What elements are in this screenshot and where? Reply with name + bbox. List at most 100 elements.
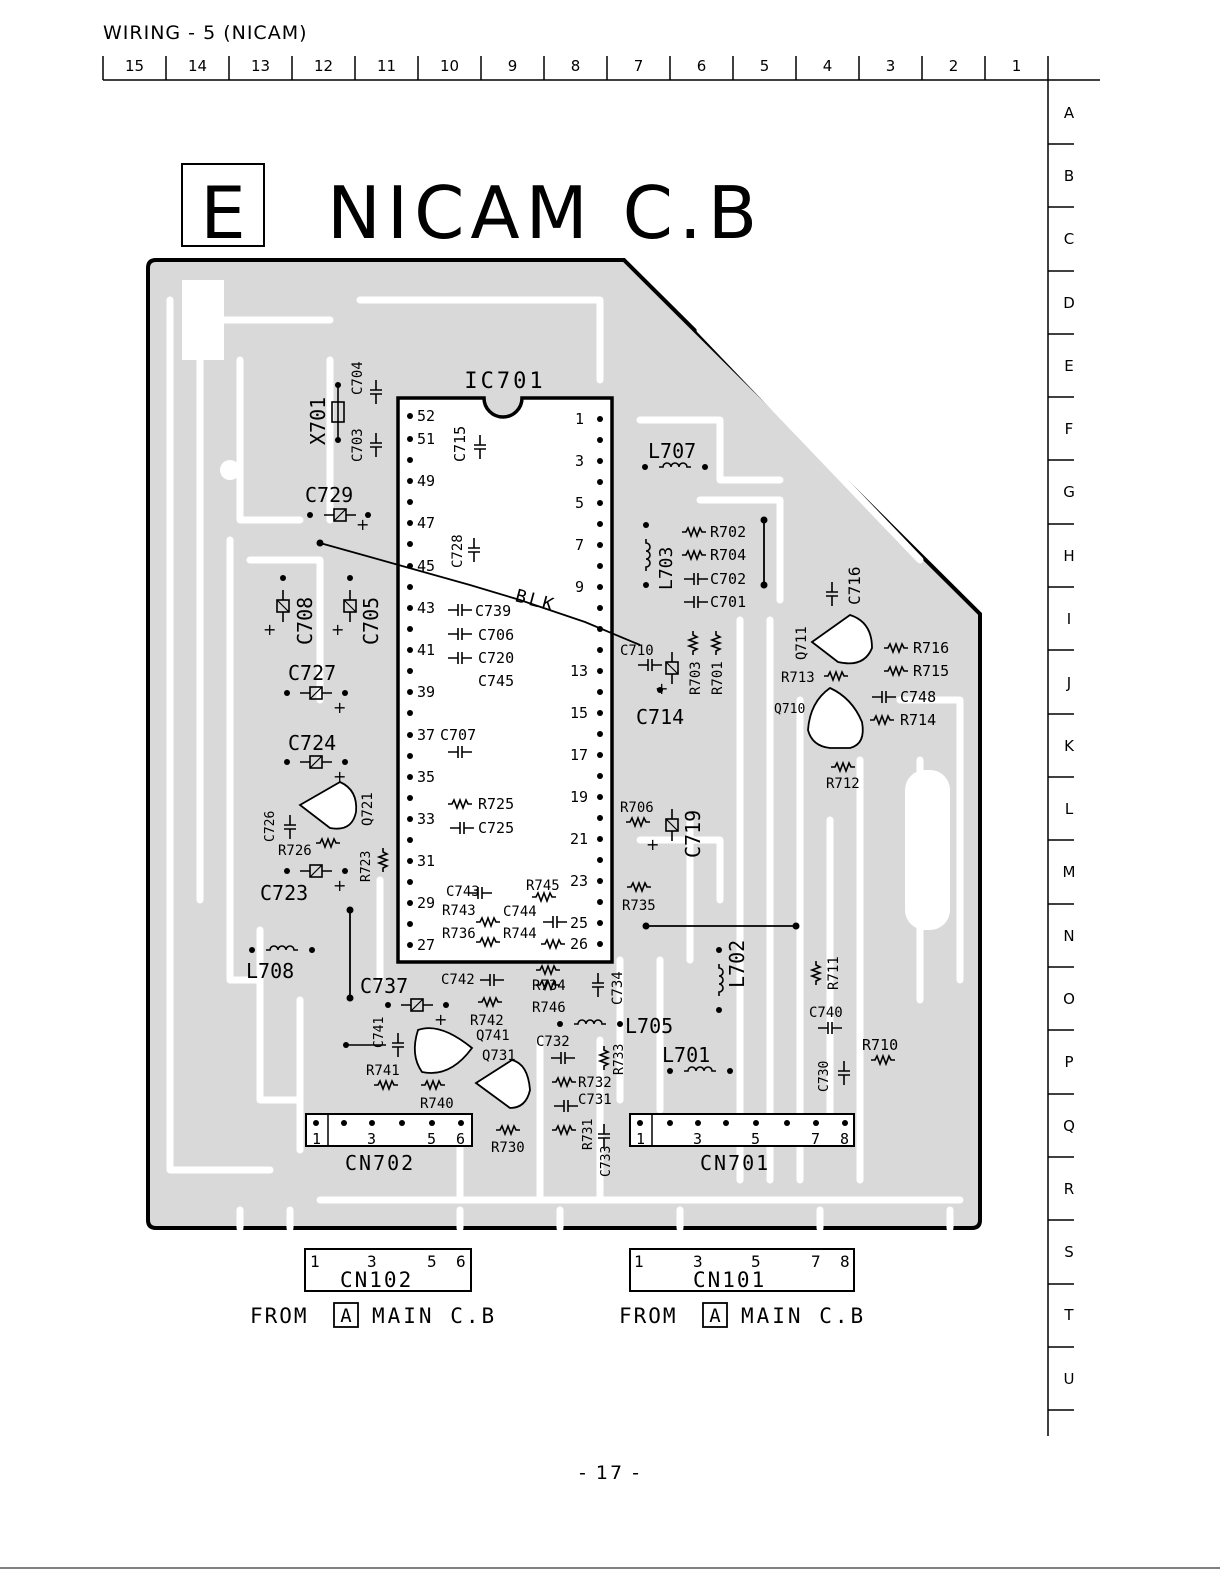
r714-label: R714 (900, 711, 936, 729)
r712-resistor: R712 (826, 762, 860, 792)
c710-capacitor: C710 (620, 643, 663, 672)
c701-label: C701 (710, 593, 746, 611)
ic-pin-label: 9 (575, 578, 584, 596)
r735-resistor: R735 (622, 882, 656, 914)
r703-label: R703 (688, 661, 704, 695)
c733-label: C733 (599, 1146, 614, 1177)
row-letter: D (1063, 294, 1075, 312)
cn102-pin: 6 (456, 1252, 466, 1271)
c740-label: C740 (809, 1005, 843, 1021)
row-letter: R (1063, 1180, 1075, 1198)
c702-capacitor: C702 (683, 570, 746, 588)
cn102-pin: 5 (427, 1252, 437, 1271)
cn101-label: CN101 (693, 1268, 766, 1292)
c715-capacitor: C715 (451, 426, 487, 462)
q741-label: Q741 (476, 1028, 510, 1044)
column-number: 9 (507, 57, 518, 75)
pcb-pad (182, 280, 224, 360)
ic-pin-label: 19 (570, 788, 588, 806)
r725-label: R725 (478, 795, 514, 813)
cn102-from-box (333, 1302, 359, 1328)
r732-label: R732 (578, 1075, 612, 1091)
l703-label: L703 (656, 547, 677, 590)
row-letter: L (1064, 800, 1074, 818)
r745-label: R745 (526, 878, 560, 894)
r716-label: R716 (913, 639, 949, 657)
r723-label: R723 (359, 851, 374, 882)
c745-label: C745 (478, 672, 514, 690)
cn701-pin: 5 (751, 1130, 760, 1148)
cn101-from-prefix: FROM (619, 1304, 678, 1328)
polarity-mark: + (434, 1010, 447, 1029)
polarity-mark: + (655, 679, 668, 698)
c705-label: C705 (359, 597, 383, 645)
c741-label: C741 (372, 1017, 387, 1048)
q741-transistor: Q741 (413, 1027, 510, 1074)
c714-label: C714 (636, 705, 684, 729)
c730-label: C730 (817, 1061, 832, 1092)
ic-pin-label: 37 (417, 726, 435, 744)
r735-label: R735 (622, 898, 656, 914)
cn101-pin: 1 (634, 1252, 644, 1271)
r731-label: R731 (581, 1119, 596, 1150)
l702-label: L702 (725, 940, 749, 988)
column-number: 2 (948, 57, 959, 75)
r715-resistor: R715 (883, 662, 949, 680)
q721-label: Q721 (360, 792, 376, 826)
l705-coil: L705 (557, 1014, 673, 1038)
row-letter: I (1066, 610, 1072, 628)
c741-capacitor: C741 (343, 1017, 405, 1058)
row-letter: G (1063, 483, 1075, 501)
r744-resistor: R744 (503, 926, 566, 949)
c706-capacitor: C706 (447, 626, 514, 644)
l703-coil: L703 (643, 522, 677, 590)
grid-lines (102, 56, 1100, 1436)
l702-coil: L702 (716, 940, 749, 1013)
r731-resistor: R731 (551, 1119, 596, 1150)
r742-label: R742 (470, 1013, 504, 1029)
column-number: 8 (570, 57, 581, 75)
r723-resistor: R723 (359, 847, 388, 882)
cn101-connector: 1 3 5 7 8 CN101 FROM A MAIN C.B (619, 1248, 863, 1328)
column-number: 10 (439, 57, 460, 75)
c739-label: C739 (475, 602, 511, 620)
cn701-pin: 8 (840, 1130, 849, 1148)
c716-label: C716 (845, 566, 864, 605)
ic-pin-label: 29 (417, 894, 435, 912)
c737-capacitor: C737 + (360, 974, 449, 1029)
cn702-label: CN702 (345, 1151, 415, 1175)
r746-label: R746 (532, 1000, 566, 1016)
r743-resistor: R743 (442, 903, 501, 927)
ic-pin-label: 41 (417, 641, 435, 659)
c704-label: C704 (350, 361, 366, 395)
ic-pin-label: 17 (570, 746, 588, 764)
c725-capacitor: C725 (449, 819, 514, 837)
l708-label: L708 (246, 959, 294, 983)
c730-capacitor: C730 (817, 1060, 851, 1092)
q710-transistor: Q710 (774, 686, 864, 749)
x701-crystal: X701 (306, 382, 345, 445)
column-number: 1 (1011, 57, 1022, 75)
pcb-pad (220, 460, 240, 480)
c731-capacitor: C731 (553, 1092, 612, 1113)
polarity-mark: + (331, 620, 344, 639)
r710-resistor: R710 (862, 1036, 898, 1065)
column-number: 5 (759, 57, 770, 75)
cn701-pin: 3 (693, 1130, 702, 1148)
ic-pin-label: 43 (417, 599, 435, 617)
c710-label: C710 (620, 643, 654, 659)
r716-resistor: R716 (883, 639, 949, 657)
c715-label: C715 (451, 426, 469, 462)
c707-capacitor: C707 (440, 726, 476, 759)
c740-capacitor: C740 (809, 1005, 843, 1035)
c743-capacitor: C743 (446, 884, 493, 900)
r730-label: R730 (491, 1140, 525, 1156)
ic-pin-label: 25 (570, 914, 588, 932)
r713-label: R713 (781, 670, 815, 686)
q711-label: Q711 (794, 626, 810, 660)
q731-label: Q731 (482, 1048, 516, 1064)
column-number: 15 (124, 57, 145, 75)
r743-label: R743 (442, 903, 476, 919)
r706-resistor: R706 (620, 800, 654, 827)
